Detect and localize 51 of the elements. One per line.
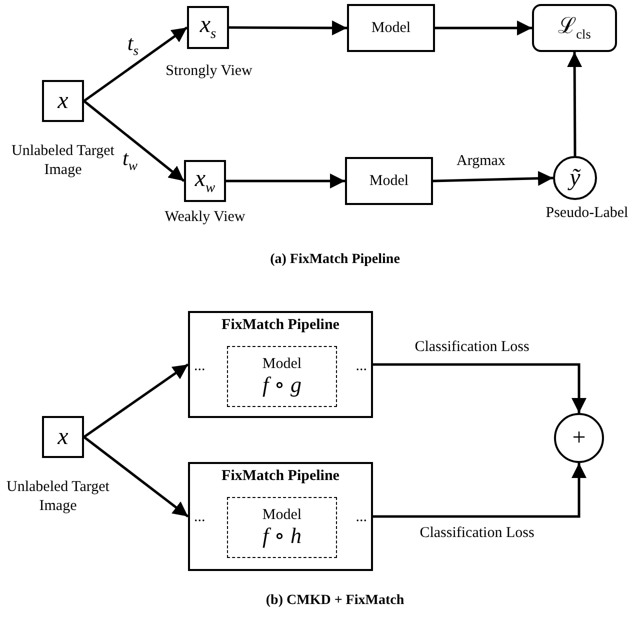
box-label: Model (371, 20, 411, 36)
model-box (227, 346, 337, 407)
model-box (227, 497, 337, 558)
arrow (226, 174, 345, 188)
arrow (432, 170, 554, 186)
pipeline-box (188, 311, 373, 418)
ellipsis: ... (194, 358, 206, 374)
subfigure-caption: (a) FixMatch Pipeline (270, 252, 400, 268)
ellipsis: ... (356, 358, 367, 374)
arrow (229, 20, 347, 36)
box-label: Model (262, 507, 302, 524)
arrow (567, 52, 582, 156)
box-title: FixMatch Pipeline (220, 317, 340, 334)
process-box (347, 4, 435, 52)
box-label: + (572, 424, 586, 452)
arrow (83, 363, 189, 438)
node-caption: Unlabeled Target Image (6, 478, 110, 516)
math-symbol: x (58, 424, 68, 450)
process-box (345, 157, 433, 205)
arrow (83, 436, 189, 518)
node-caption: Weakly View (164, 208, 246, 227)
arrow (373, 363, 586, 413)
pipeline-box (188, 462, 373, 571)
edge-label: Argmax (454, 152, 508, 170)
process-box (42, 80, 84, 122)
node-caption: Unlabeled Target Image (10, 142, 116, 180)
arrow (83, 26, 188, 102)
ellipsis: ... (194, 509, 206, 526)
math-symbol: f ∘ h (262, 524, 302, 548)
math-symbol: ỹ (570, 164, 580, 192)
subfigure-caption: (b) CMKD + FixMatch (266, 593, 404, 609)
node-caption: Strongly View (164, 62, 254, 81)
arrow (83, 100, 185, 182)
math-symbol: x$_{s}$ (200, 12, 216, 43)
box-label: Model (369, 172, 409, 190)
process-box (532, 4, 617, 52)
ellipsis: ... (356, 509, 367, 526)
process-box (42, 416, 84, 458)
arrow (373, 463, 586, 518)
box-label: Model (262, 356, 302, 373)
box-title: FixMatch Pipeline (220, 468, 340, 484)
box-label: ℒ$_{cls}$ (558, 14, 591, 42)
node-caption: Pseudo-Label (544, 204, 630, 223)
math-symbol: x (58, 88, 68, 114)
math-symbol: x$_{w}$ (194, 166, 216, 196)
circle-node (554, 413, 604, 463)
process-box (187, 6, 229, 49)
arrow (435, 20, 532, 36)
circle-node (553, 156, 597, 200)
process-box (184, 160, 226, 202)
math-symbol: f ∘ g (262, 372, 302, 397)
